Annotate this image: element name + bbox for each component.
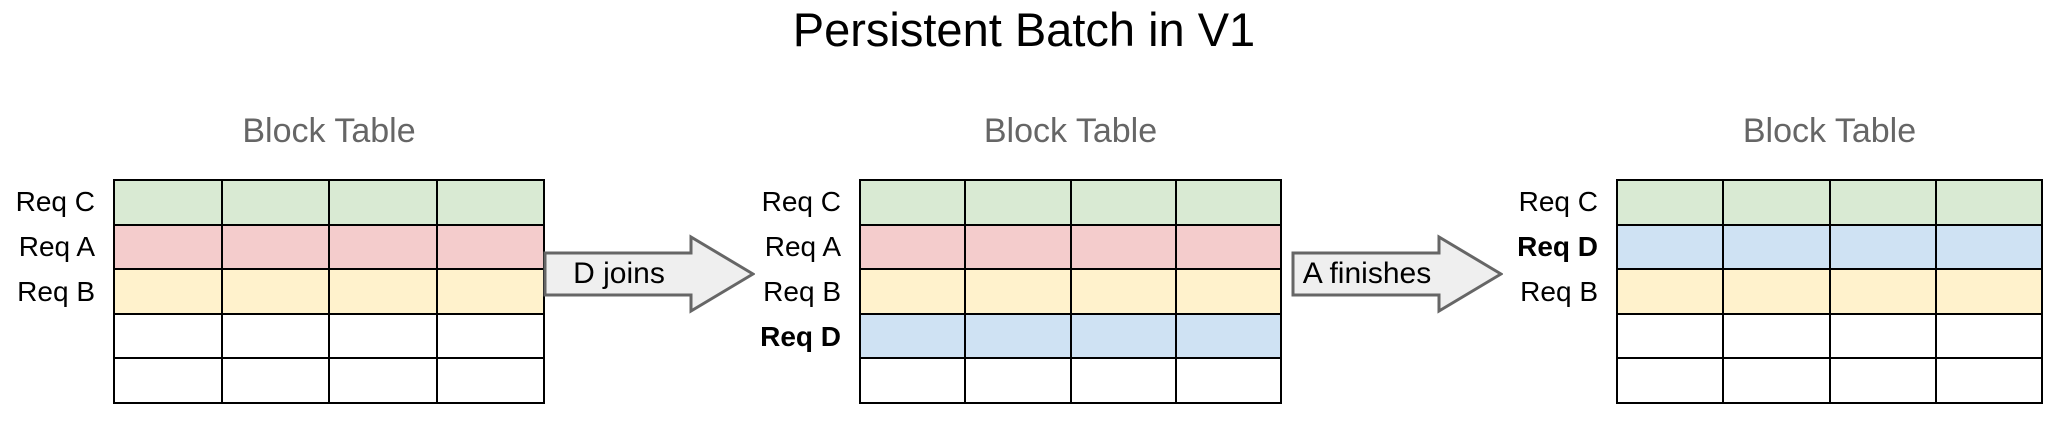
block-cell-r3c4: [436, 269, 544, 314]
row-label-req-d: Req D: [1517, 231, 1598, 262]
block-cell-r2c2: [221, 224, 329, 270]
block-cell-r1c2: [221, 180, 329, 225]
block-cell-r2c1: [1617, 224, 1724, 270]
block-cell-r4c1: [1617, 313, 1724, 359]
block-cell-r5c3: [1070, 358, 1176, 403]
block-cell-r1c1: [114, 180, 222, 225]
block-cell-r1c3: [1070, 180, 1176, 225]
block-cell-r2c4: [1935, 224, 2042, 270]
right-block-arrow-icon: [1291, 234, 1504, 314]
row-label-req-b: Req B: [17, 276, 95, 307]
block-table-grid-3: [1616, 179, 2043, 404]
block-cell-r1c2: [965, 180, 1071, 225]
block-cell-r3c2: [965, 269, 1071, 314]
block-cell-r4c4: [436, 313, 544, 359]
block-cell-r3c2: [221, 269, 329, 314]
block-cell-r1c4: [1175, 180, 1281, 225]
block-cell-r3c2: [1723, 269, 1830, 314]
block-cell-r2c2: [965, 224, 1071, 270]
block-cell-r2c1: [114, 224, 222, 270]
block-table-title: Block Table: [242, 112, 416, 150]
block-cell-r5c4: [436, 358, 544, 403]
block-cell-r4c4: [1935, 313, 2042, 359]
block-cell-r5c4: [1935, 358, 2042, 403]
block-cell-r5c1: [860, 358, 966, 403]
arrow-label-2: A finishes: [1302, 257, 1432, 290]
page-title: Persistent Batch in V1: [792, 3, 1256, 56]
block-cell-r1c4: [1935, 180, 2042, 225]
block-cell-r4c1: [114, 313, 222, 359]
row-label-req-c: Req C: [761, 186, 841, 217]
row-label-req-d: Req D: [760, 321, 841, 352]
block-cell-r5c3: [1829, 358, 1936, 403]
row-label-req-c: Req C: [1518, 186, 1598, 217]
block-cell-r3c3: [1829, 269, 1936, 314]
block-cell-r3c1: [860, 269, 966, 314]
block-cell-r5c2: [965, 358, 1071, 403]
block-cell-r1c2: [1723, 180, 1830, 225]
block-cell-r4c2: [1723, 313, 1830, 359]
block-cell-r5c2: [1723, 358, 1830, 403]
arrow-label-1: D joins: [573, 257, 665, 290]
block-cell-r2c4: [436, 224, 544, 270]
block-cell-r2c4: [1175, 224, 1281, 270]
block-cell-r3c4: [1175, 269, 1281, 314]
block-cell-r4c2: [221, 313, 329, 359]
block-cell-r3c1: [1617, 269, 1724, 314]
transition-arrow-1: [543, 234, 756, 314]
block-cell-r5c1: [1617, 358, 1724, 403]
transition-arrow-2: [1291, 234, 1504, 314]
block-table-grid-2: [859, 179, 1282, 404]
block-cell-r4c2: [965, 313, 1071, 359]
block-cell-r1c1: [860, 180, 966, 225]
block-cell-r1c3: [1829, 180, 1936, 225]
row-label-req-a: Req A: [18, 231, 95, 262]
row-label-req-c: Req C: [15, 186, 95, 217]
block-cell-r4c4: [1175, 313, 1281, 359]
block-cell-r2c3: [1829, 224, 1936, 270]
block-table-grid-1: [113, 179, 545, 404]
block-cell-r1c1: [1617, 180, 1724, 225]
block-cell-r1c4: [436, 180, 544, 225]
block-table-title: Block Table: [1742, 112, 1917, 150]
block-cell-r5c4: [1175, 358, 1281, 403]
block-cell-r4c3: [1829, 313, 1936, 359]
row-label-req-b: Req B: [763, 276, 841, 307]
block-cell-r2c3: [1070, 224, 1176, 270]
block-table-title: Block Table: [983, 112, 1158, 150]
block-cell-r4c3: [1070, 313, 1176, 359]
block-cell-r3c3: [1070, 269, 1176, 314]
block-cell-r1c3: [329, 180, 437, 225]
block-cell-r4c1: [860, 313, 966, 359]
row-label-req-a: Req A: [764, 231, 841, 262]
block-cell-r2c2: [1723, 224, 1830, 270]
block-cell-r2c1: [860, 224, 966, 270]
block-cell-r5c3: [329, 358, 437, 403]
block-cell-r4c3: [329, 313, 437, 359]
block-cell-r3c3: [329, 269, 437, 314]
row-label-req-b: Req B: [1520, 276, 1598, 307]
block-cell-r5c1: [114, 358, 222, 403]
right-block-arrow-icon: [543, 234, 756, 314]
block-cell-r3c1: [114, 269, 222, 314]
block-cell-r5c2: [221, 358, 329, 403]
block-cell-r3c4: [1935, 269, 2042, 314]
block-cell-r2c3: [329, 224, 437, 270]
